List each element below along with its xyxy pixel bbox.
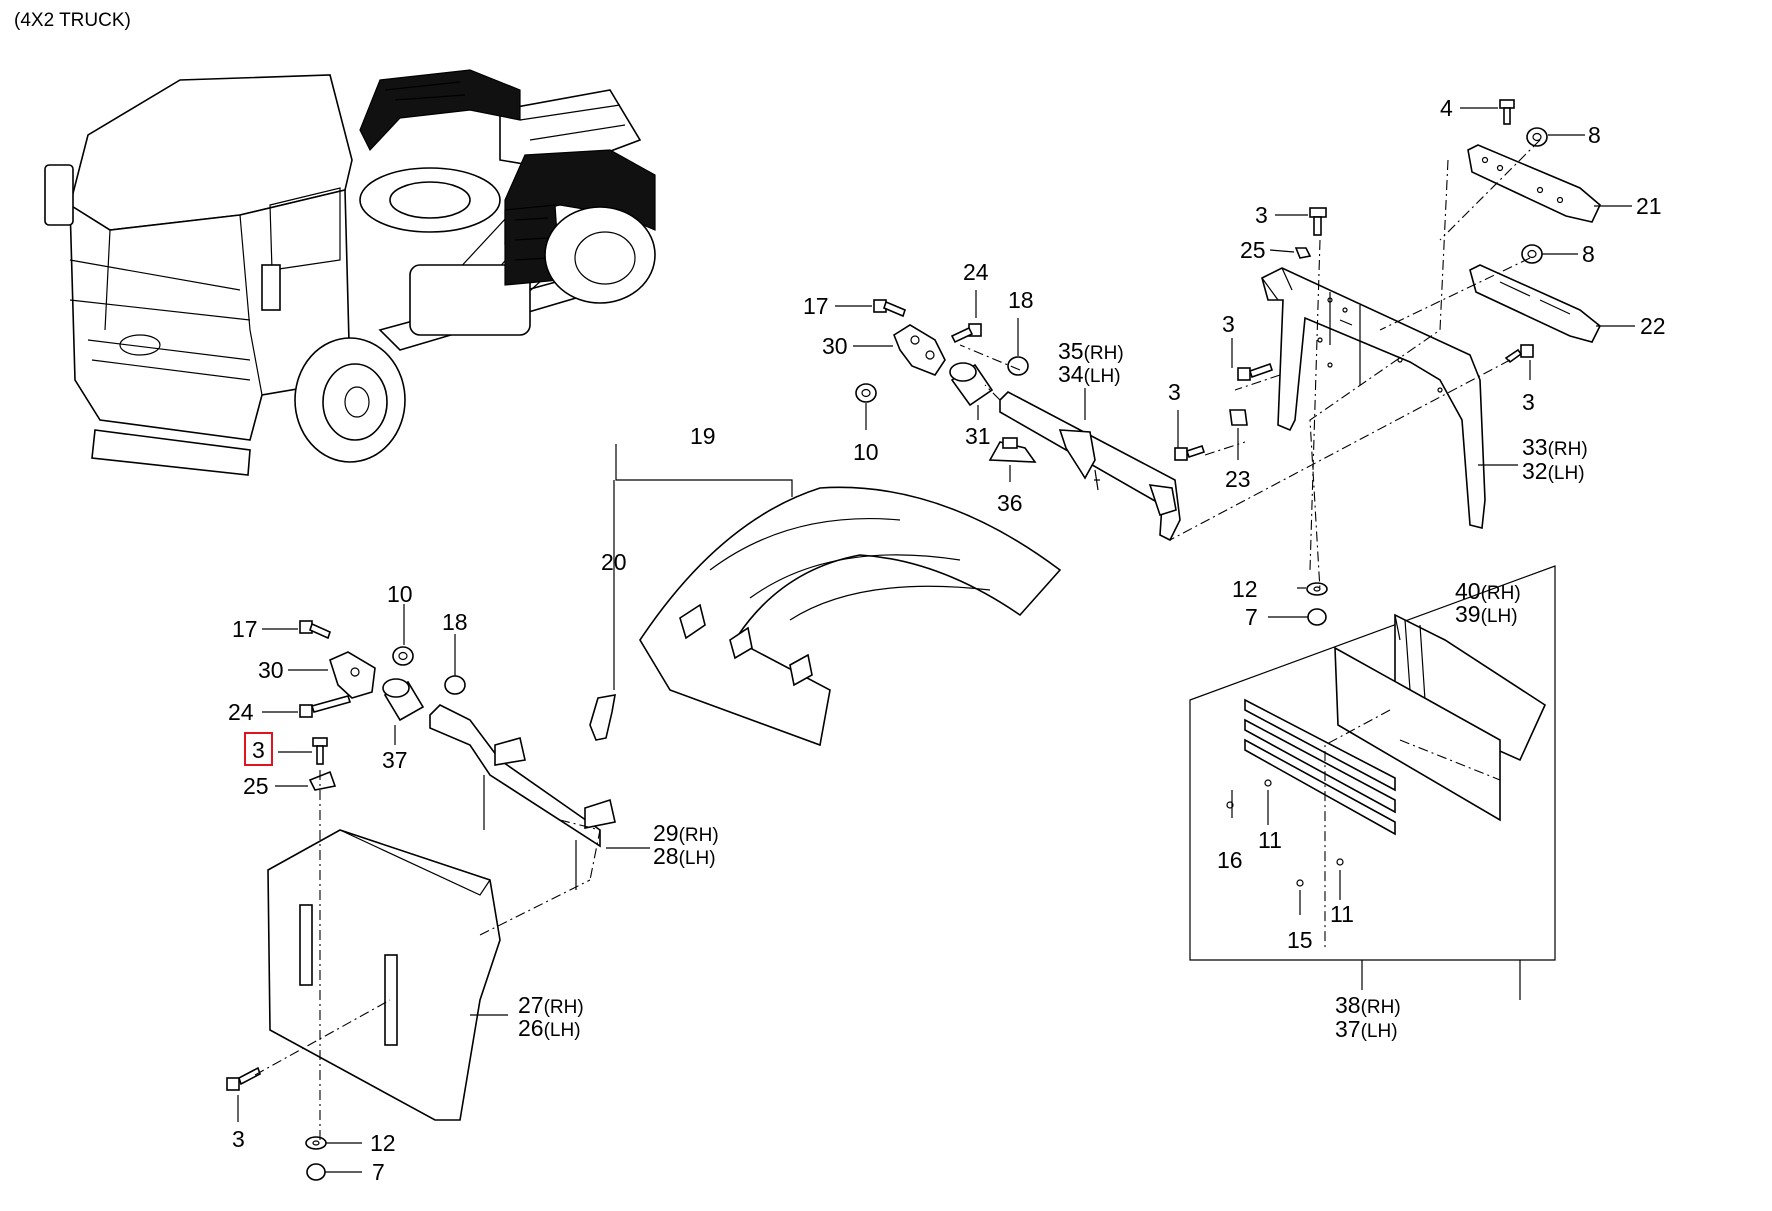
callout-20: 20: [601, 549, 627, 575]
rear-fender-32-33: [1261, 267, 1486, 529]
highlight-box: [244, 732, 273, 766]
bracket-30-top: [893, 324, 946, 376]
truck-illustration: [44, 69, 656, 476]
callout-11-right: 11: [1330, 901, 1354, 927]
fender-stay-28-29: [429, 704, 616, 890]
callout-8: 8: [1588, 122, 1601, 148]
callout-30-top: 30: [822, 333, 848, 359]
fender-stay-34-35: [999, 391, 1181, 542]
callout-18-bottom: 18: [442, 609, 468, 635]
callout-10-bottom: 10: [387, 581, 413, 607]
callout-15: 15: [1287, 927, 1313, 953]
leader-lines: [237, 107, 1635, 1173]
bolt-3-lower: [1174, 444, 1206, 461]
callout-25: 25: [1240, 237, 1266, 263]
callout-3-right: 3: [1522, 389, 1535, 415]
callout-35: 35(RH): [1058, 338, 1124, 364]
callout-31: 31: [965, 423, 991, 449]
bolt-3-lower-left: [226, 1066, 261, 1091]
callout-12-top: 12: [1232, 576, 1258, 602]
mudflap-bracket-20: [589, 694, 616, 741]
callout-12-bottom: 12: [370, 1130, 396, 1156]
diagram-title: (4X2 TRUCK): [14, 10, 131, 31]
rh-bracket-21: [1467, 144, 1601, 223]
callout-37: 37(LH): [1335, 1016, 1398, 1042]
callout-25-bottom: 25: [243, 773, 269, 799]
callout-8-mid: 8: [1582, 241, 1595, 267]
bolt-24-bottom: [299, 695, 352, 718]
callout-24-top: 24: [963, 259, 989, 285]
callout-labels: 4 8 21 3 25 8 22 24 17 18 30 35(RH) 34(L…: [228, 95, 1666, 1185]
callout-26: 26(LH): [518, 1015, 581, 1041]
callout-33: 33(RH): [1522, 434, 1588, 460]
mud-flap-19: [639, 486, 1062, 747]
callout-17-bottom: 17: [232, 616, 258, 642]
rh-bracket-22: [1469, 264, 1602, 343]
bolt-17-bottom: [299, 620, 331, 640]
nut-10-top: [855, 383, 877, 403]
washer-12-bottom: [305, 1136, 327, 1150]
callout-21: 21: [1636, 193, 1662, 219]
callout-18-top: 18: [1008, 287, 1034, 313]
clip-25-top: [1294, 247, 1312, 259]
callout-37-bushing: 37: [382, 747, 408, 773]
callout-4: 4: [1440, 95, 1453, 121]
callout-3-lower: 3: [1168, 379, 1181, 405]
clip-25-bottom: [308, 770, 337, 791]
bolt-3-bottom: [312, 737, 328, 765]
callout-3-highlighted: 3: [252, 737, 265, 763]
callout-19: 19: [690, 423, 716, 449]
bolt-24-top: [950, 323, 982, 344]
callout-38: 38(RH): [1335, 992, 1401, 1018]
bolt-3-top: [1309, 207, 1327, 236]
callout-32: 32(LH): [1522, 458, 1585, 484]
nut-18-top: [1007, 356, 1029, 376]
bushing-37: [382, 678, 425, 722]
callout-22: 22: [1640, 313, 1666, 339]
callout-10-top: 10: [853, 439, 879, 465]
nut-7-top: [1307, 608, 1327, 626]
bracket-30-bottom: [329, 651, 376, 699]
bracket-23: [1229, 409, 1248, 426]
nut-18-bottom: [444, 675, 466, 695]
callout-29: 29(RH): [653, 820, 719, 846]
callout-7-bottom: 7: [372, 1159, 385, 1185]
nut-8-top: [1526, 127, 1548, 147]
clamp-36: [988, 437, 1037, 463]
callout-28: 28(LH): [653, 843, 716, 869]
callout-11-left: 11: [1258, 827, 1282, 853]
nut-10-bottom: [392, 646, 414, 666]
callout-30-bottom: 30: [258, 657, 284, 683]
washer-12-top: [1306, 582, 1328, 596]
callout-27: 27(RH): [518, 992, 584, 1018]
bolt-3-side: [1237, 362, 1274, 381]
callout-36: 36: [997, 490, 1023, 516]
callout-17-top: 17: [803, 293, 829, 319]
callout-34: 34(LH): [1058, 361, 1121, 387]
callout-3-side: 3: [1222, 311, 1235, 337]
mud-guard-box-38: [1189, 565, 1556, 961]
callout-23: 23: [1225, 466, 1251, 492]
callout-39: 39(LH): [1455, 601, 1518, 627]
bolt-4: [1499, 99, 1515, 125]
callout-24-bottom: 24: [228, 699, 254, 725]
bolt-3-right: [1504, 344, 1534, 364]
callout-3-lower-left: 3: [232, 1126, 245, 1152]
callout-16: 16: [1217, 847, 1243, 873]
nut-7-bottom: [306, 1163, 326, 1181]
callout-40: 40(RH): [1455, 578, 1521, 604]
bushing-31: [949, 362, 994, 407]
rear-fender-26-27: [267, 829, 501, 1121]
callout-7-top: 7: [1245, 604, 1258, 630]
bolt-17-top: [873, 299, 906, 318]
callout-3: 3: [1255, 202, 1268, 228]
assembly-center-lines: [254, 139, 1541, 1140]
